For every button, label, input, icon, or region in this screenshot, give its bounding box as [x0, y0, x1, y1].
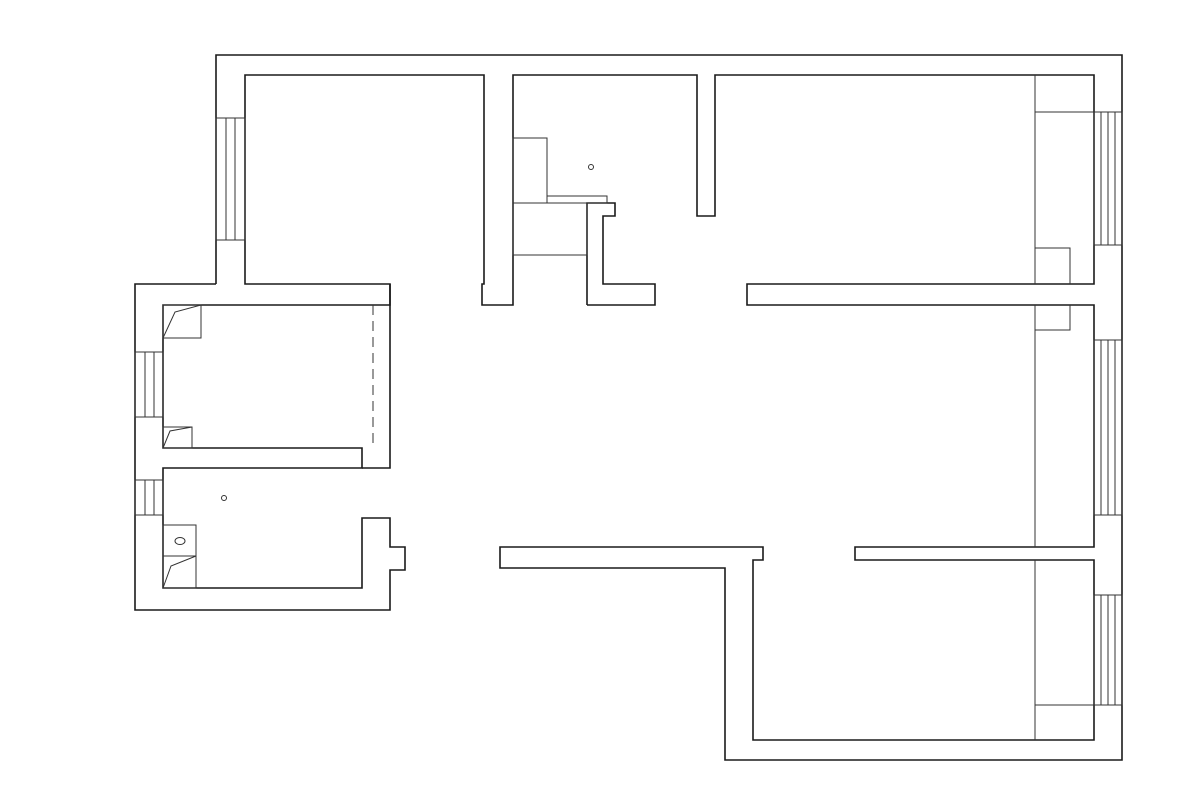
- outer-wall: [134, 54, 1123, 761]
- window-right-middle: [1093, 339, 1123, 516]
- wardrobe-middle-room: [1034, 305, 1071, 547]
- corner-fixture: [162, 304, 202, 339]
- floor-drain-icon: [588, 164, 594, 170]
- wardrobe-top-room: [1034, 75, 1094, 284]
- window-right-bottom: [1093, 594, 1123, 706]
- window-left-bath: [134, 479, 164, 516]
- floor-drain-icon: [221, 495, 227, 501]
- bedroom-partition: [362, 284, 391, 469]
- washbasin-fixture: [162, 524, 197, 589]
- corner-fixture: [162, 426, 193, 449]
- bathroom-wall: [586, 202, 656, 306]
- bathroom-shower: [512, 202, 588, 256]
- window-left-bedroom: [134, 351, 164, 418]
- window-right-top: [1093, 111, 1123, 246]
- wardrobe-bottom-room: [1034, 560, 1094, 740]
- bathroom-shelf: [546, 195, 608, 204]
- window-top-left: [215, 117, 246, 241]
- bathroom-counter: [512, 137, 548, 204]
